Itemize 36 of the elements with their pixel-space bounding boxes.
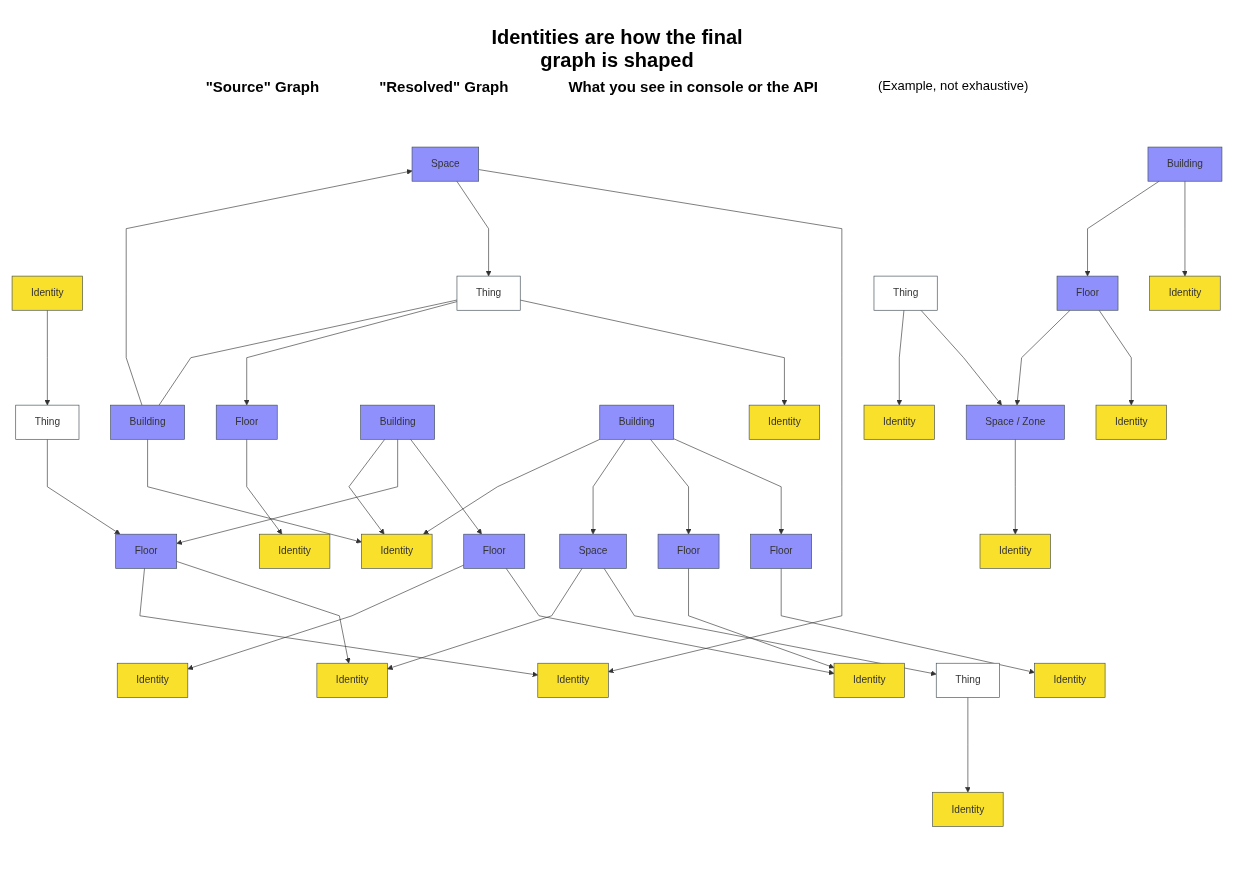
node-box: Building — [599, 405, 675, 440]
node-box: Thing — [15, 405, 80, 440]
node-box: Identity — [11, 276, 83, 311]
node-box: Identity — [1095, 405, 1167, 440]
node-box: Building — [1147, 147, 1223, 182]
node-box: Identity — [361, 534, 433, 569]
node-box: Thing — [873, 276, 938, 311]
node-box: Thing — [935, 663, 1000, 698]
node-box: Identity — [316, 663, 388, 698]
section-heading: "Source" Graph — [205, 78, 320, 95]
section-heading: What you see in console or the API — [568, 78, 818, 95]
node-box: Identity — [979, 534, 1051, 569]
node-box: Thing — [456, 276, 521, 311]
node-box: Floor — [1056, 276, 1119, 311]
node-box: Identity — [932, 792, 1004, 827]
node-box: Floor — [215, 405, 278, 440]
node-box: Space — [411, 147, 479, 182]
node-box: Building — [110, 405, 185, 440]
note-text: (Example, not exhaustive) — [877, 78, 1029, 95]
node-box: Identity — [863, 405, 935, 440]
node-box: Floor — [750, 534, 812, 569]
node-box: Floor — [463, 534, 526, 569]
node-box: Identity — [537, 663, 609, 698]
section-heading: "Resolved" Graph — [379, 78, 509, 95]
node-box: Identity — [1149, 276, 1221, 311]
node-box: Floor — [657, 534, 720, 569]
diagram-title: Identities are how the final graph is shaped — [490, 26, 744, 72]
node-box: Identity — [1034, 663, 1106, 698]
node-box: Floor — [115, 534, 177, 569]
node-box: Identity — [259, 534, 331, 569]
node-box: Identity — [116, 663, 189, 698]
node-box: Building — [360, 405, 435, 440]
node-box: Space — [559, 534, 627, 569]
node-box: Space / Zone — [965, 405, 1065, 440]
node-box: Identity — [833, 663, 905, 698]
node-box: Identity — [748, 405, 821, 440]
